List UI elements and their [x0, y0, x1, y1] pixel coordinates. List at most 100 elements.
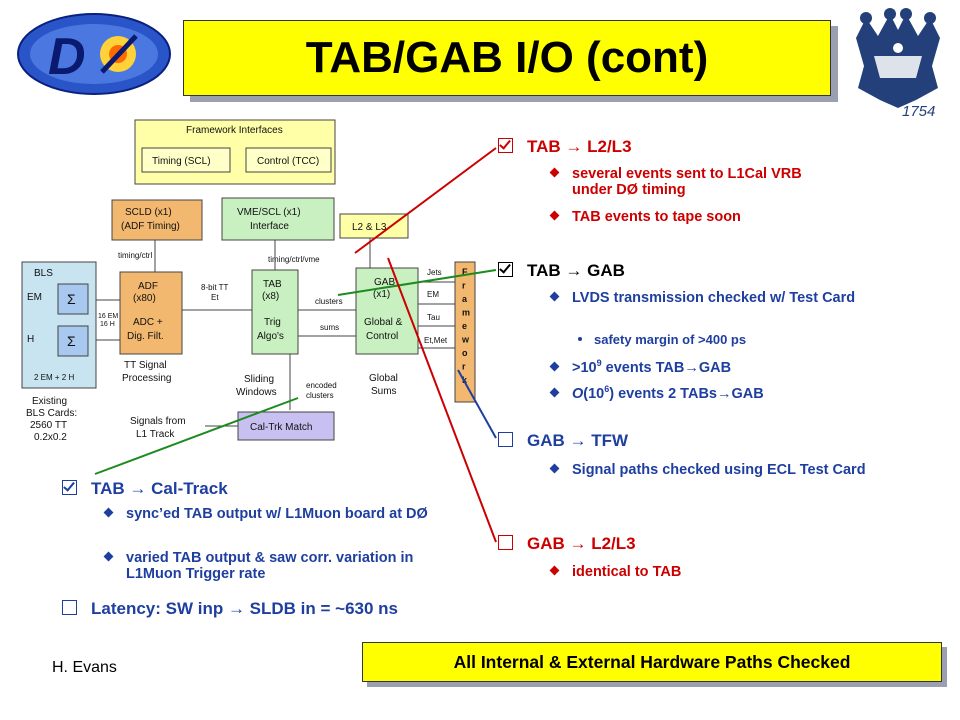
- diamond-bullet-icon: [549, 463, 560, 474]
- item-tab-cal-track: TAB → Cal-Track: [62, 479, 228, 499]
- existing-label-3: 2560 TT: [30, 420, 67, 431]
- tt-signal-label-2: Processing: [122, 373, 171, 384]
- dot-bullet-icon: [578, 337, 582, 341]
- callout-cal-track-line: [94, 397, 299, 475]
- scld-label-2: (ADF Timing): [121, 221, 180, 232]
- check-icon: [498, 262, 513, 277]
- diamond-bullet-icon: [103, 507, 114, 518]
- gab-label-4: Control: [366, 331, 398, 342]
- bls-box: [21, 261, 97, 389]
- control-tcc-box: [245, 147, 332, 173]
- diamond-bullet-icon: [549, 361, 560, 372]
- tab-gab-sub-2: >109 events TAB→GAB: [549, 355, 731, 376]
- framework-letter: a: [462, 294, 468, 304]
- caltrk-box: [237, 411, 335, 441]
- jets-label: Jets: [427, 268, 442, 277]
- scld-label-1: SCLD (x1): [125, 207, 172, 218]
- check-icon: [498, 138, 513, 153]
- gab-l2l3-head: GAB → L2/L3: [527, 534, 636, 553]
- adf-out-label-2: 16 H: [100, 321, 115, 328]
- crown-year: 1754: [902, 103, 935, 120]
- diamond-bullet-icon: [549, 291, 560, 302]
- framework-letter: r: [462, 362, 466, 372]
- gab-em-label: EM: [427, 290, 439, 299]
- tab-label-3: Trig: [264, 317, 281, 328]
- callout-tab-l2l3-line: [354, 147, 497, 254]
- gab-tfw-sub-1: Signal paths checked using ECL Test Card: [549, 462, 911, 478]
- global-label-1: Global: [369, 373, 398, 384]
- bls-input-label: 2 EM + 2 H: [34, 373, 74, 382]
- timing-scl-box: [141, 147, 231, 173]
- adf-label-1: ADF: [138, 281, 158, 292]
- gab-tfw-head: GAB → TFW: [527, 431, 629, 450]
- framework-letter: F: [462, 267, 468, 277]
- encoded-label-2: clusters: [306, 391, 334, 400]
- tab-gab-sub-1: LVDS transmission checked w/ Test Card: [549, 290, 911, 306]
- framework-letter: e: [462, 321, 467, 331]
- scld-box: [111, 199, 203, 241]
- signals-label-2: L1 Track: [136, 429, 175, 440]
- tt-label-2: Et: [211, 293, 219, 302]
- framework-box: [454, 261, 476, 403]
- tab-label-2: (x8): [262, 291, 279, 302]
- tab-l2l3-head: TAB → L2/L3: [527, 137, 632, 156]
- adf-box: [119, 271, 183, 355]
- diamond-bullet-icon: [549, 387, 560, 398]
- item-latency: Latency: SW inp → SLDB in = ~630 ns: [62, 599, 422, 619]
- tab-cal-track-sub-1: sync’ed TAB output w/ L1Muon board at DØ: [103, 506, 465, 522]
- sigma-em-box: [57, 283, 89, 315]
- latency-head: Latency: SW inp → SLDB in = ~630 ns: [91, 599, 399, 618]
- framework-vertical-label: Framework: [461, 267, 470, 385]
- item-tab-l2l3: TAB → L2/L3: [498, 137, 632, 157]
- vme-label-1: VME/SCL (x1): [237, 207, 301, 218]
- encoded-label-1: encoded: [306, 381, 337, 390]
- gab-label-3: Global &: [364, 317, 403, 328]
- bls-label: BLS: [34, 268, 53, 279]
- timing-scl-label: Timing (SCL): [152, 156, 211, 167]
- framework-letter: w: [461, 335, 470, 345]
- tab-gab-sub-1a: safety margin of >400 ps: [578, 332, 746, 347]
- tab-gab-sub-3: O(106) events 2 TABs→GAB: [549, 381, 764, 402]
- vme-label-2: Interface: [250, 221, 289, 232]
- tt-label-1: 8-bit TT: [201, 283, 229, 292]
- callout-gab-l2l3-line: [387, 257, 497, 543]
- vme-box: [221, 197, 335, 241]
- l2l3-label: L2 & L3: [352, 222, 387, 233]
- tab-label-4: Algo's: [257, 331, 284, 342]
- caltrk-label: Cal-Trk Match: [250, 422, 312, 433]
- tab-cal-track-sub-2: varied TAB output & saw corr. variation …: [103, 550, 475, 582]
- gab-label-1: GAB: [374, 277, 395, 288]
- framework-letter: m: [462, 308, 470, 318]
- tab-label-1: TAB: [263, 279, 282, 290]
- tab-l2l3-sub-2: TAB events to tape soon: [549, 209, 851, 225]
- sums-label: sums: [320, 323, 339, 332]
- slide-title: TAB/GAB I/O (cont): [183, 20, 831, 96]
- tab-cal-track-head: TAB → Cal-Track: [91, 479, 228, 498]
- existing-label-4: 0.2x0.2: [34, 432, 67, 443]
- author: H. Evans: [52, 659, 117, 676]
- timing-ctrl-vme-label: timing/ctrl/vme: [268, 255, 320, 264]
- callout-tab-gab-line: [337, 269, 497, 296]
- sigma-h-box: [57, 325, 89, 357]
- diamond-bullet-icon: [103, 551, 114, 562]
- adf-label-3: ADC +: [133, 317, 163, 328]
- checkbox-icon: [62, 600, 77, 615]
- sliding-label-2: Windows: [236, 387, 277, 398]
- checkbox-icon: [498, 432, 513, 447]
- bls-h-label: H: [27, 334, 34, 345]
- item-gab-tfw: GAB → TFW: [498, 431, 628, 451]
- control-tcc-label: Control (TCC): [257, 156, 319, 167]
- tau-label: Tau: [427, 313, 440, 322]
- signals-label-1: Signals from: [130, 416, 186, 427]
- framework-letter: o: [462, 348, 468, 358]
- checkbox-icon: [498, 535, 513, 550]
- etmet-label: Et,Met: [424, 336, 448, 345]
- adf-label-2: (x80): [133, 293, 156, 304]
- diamond-bullet-icon: [549, 167, 560, 178]
- tab-l2l3-sub-1: several events sent to L1Cal VRB under D…: [549, 166, 851, 198]
- sigma-h-label: Σ: [67, 333, 76, 349]
- footer-box: All Internal & External Hardware Paths C…: [362, 642, 942, 682]
- item-tab-gab: TAB → GAB: [498, 261, 625, 281]
- check-icon: [62, 480, 77, 495]
